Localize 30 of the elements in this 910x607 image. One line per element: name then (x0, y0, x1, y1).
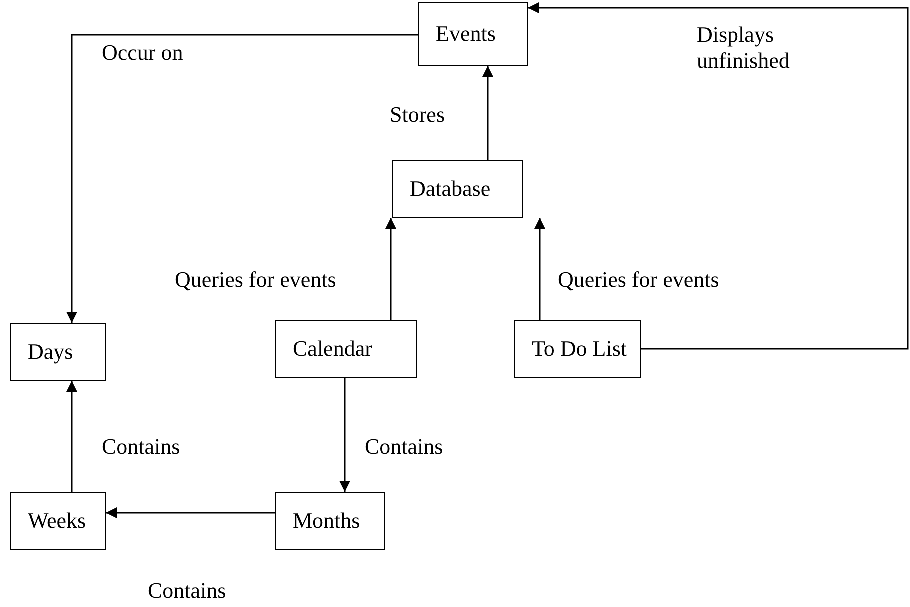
process-box (275, 492, 385, 550)
node-label: Weeks (28, 508, 86, 534)
node-label: Database (410, 176, 491, 202)
process-box (418, 2, 528, 66)
edge-label: Queries for events (175, 267, 336, 293)
edge-label: Contains (102, 434, 180, 460)
arrow (528, 2, 909, 350)
process-box (10, 323, 106, 381)
process-box (392, 160, 523, 218)
edge-label: Contains (148, 578, 226, 604)
node-label: Calendar (293, 336, 372, 362)
arrow (386, 218, 396, 320)
edge-label: Occur on (102, 40, 184, 66)
arrow (66, 381, 78, 492)
edge-label: Stores (390, 102, 445, 128)
node-label: Days (28, 339, 74, 365)
edge-label: Displays unfinished (697, 22, 791, 74)
arrow (66, 34, 418, 323)
node-label: Months (293, 508, 360, 534)
arrow (534, 218, 546, 320)
process-box (10, 492, 106, 550)
node-label: Events (436, 21, 496, 47)
edge-label: Queries for events (558, 267, 720, 293)
process-box (514, 320, 641, 378)
process-box (275, 320, 417, 378)
arrow (482, 66, 494, 160)
edge-label: Contains (365, 434, 444, 460)
node-label: To Do List (532, 336, 628, 362)
arrow (106, 508, 275, 518)
arrow (340, 378, 350, 492)
